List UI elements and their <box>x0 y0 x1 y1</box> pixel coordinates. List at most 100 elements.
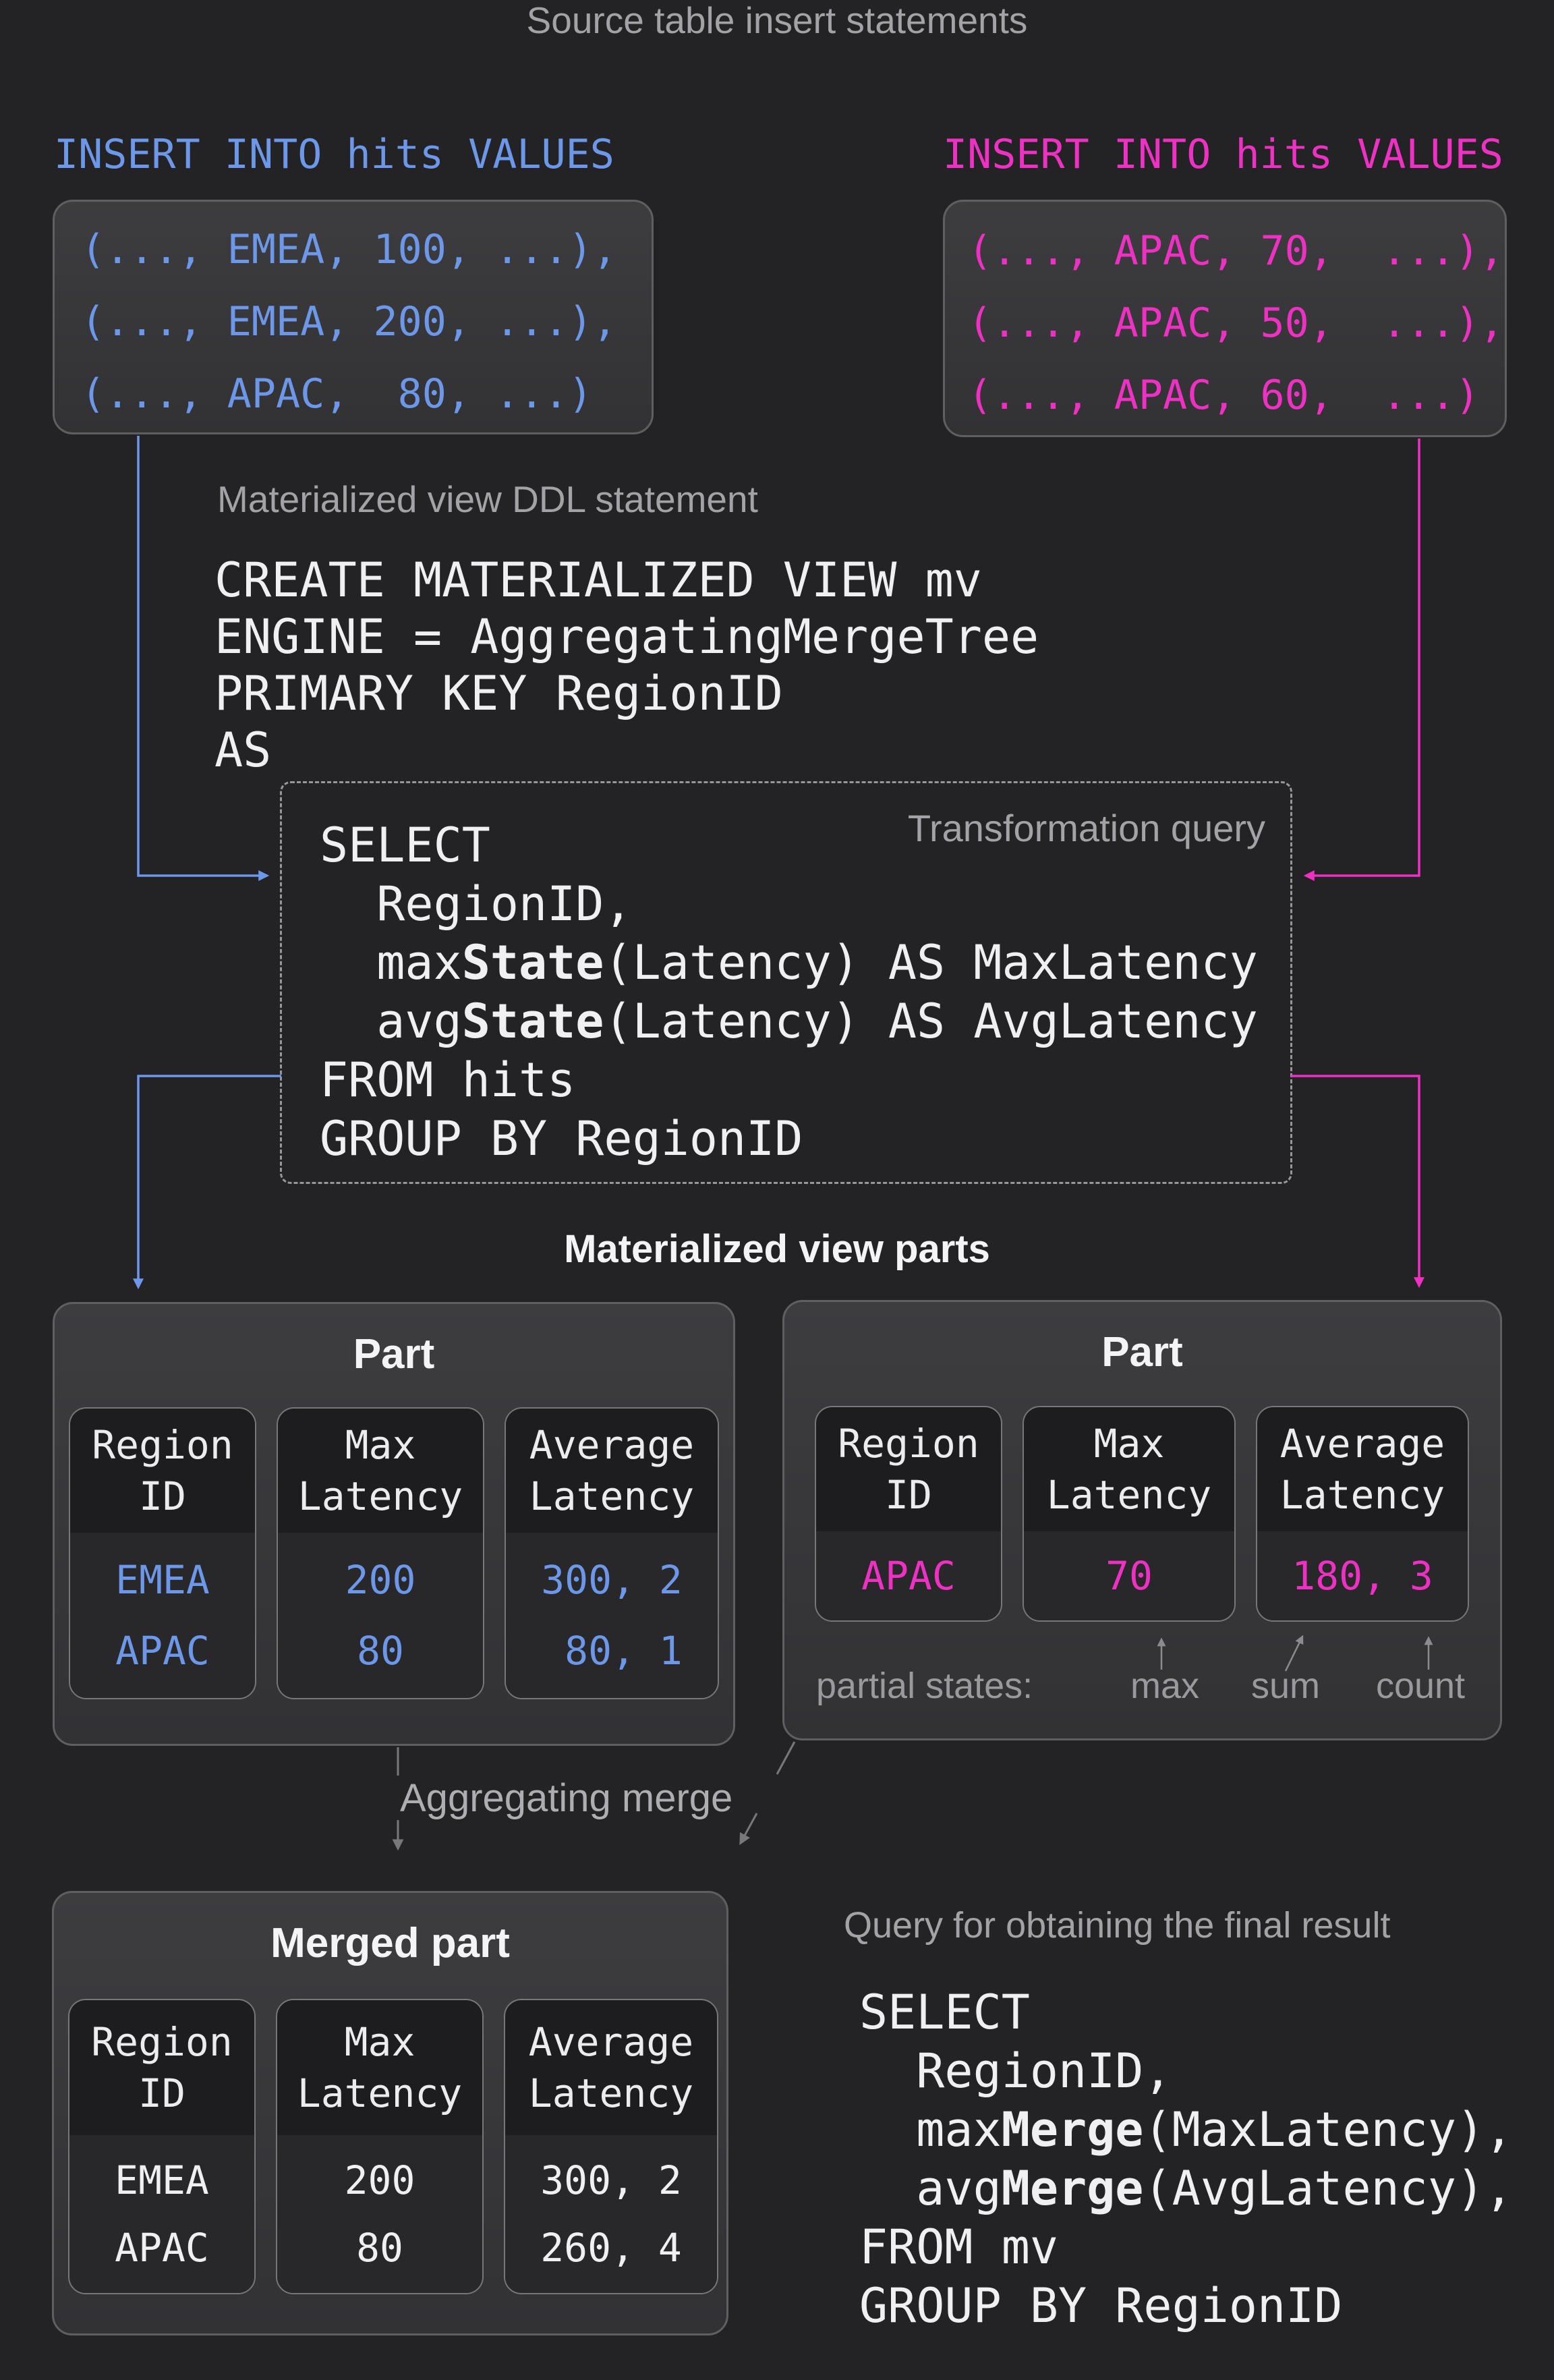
table-column: RegionIDAPAC <box>815 1406 1002 1622</box>
column-value: EMEA <box>115 2157 209 2203</box>
code-line: (..., APAC, 70, ...), <box>968 215 1505 287</box>
code-segment: SELECT <box>320 818 490 873</box>
merged-part-title: Merged part <box>52 1921 728 1966</box>
code-line: avgState(Latency) AS AvgLatency <box>320 992 1258 1051</box>
table-column: MaxLatency70 <box>1023 1406 1236 1622</box>
parts-section-label: Materialized view parts <box>0 1226 1554 1272</box>
table-column: MaxLatency20080 <box>277 1407 484 1699</box>
code-line: (..., APAC, 80, ...) <box>81 358 652 430</box>
code-segment: avg <box>320 994 462 1049</box>
ddl-label: Materialized view DDL statement <box>217 479 758 519</box>
column-values: 180, 3 <box>1257 1531 1468 1620</box>
code-segment: FROM mv <box>859 2219 1058 2275</box>
code-segment: (..., APAC, 80, ...) <box>81 370 593 418</box>
code-line: maxState(Latency) AS MaxLatency <box>320 934 1258 992</box>
column-header-line: ID <box>139 1471 186 1522</box>
column-value: EMEA <box>115 1557 210 1603</box>
code-segment: RegionID, <box>859 2043 1172 2099</box>
code-segment: (Latency) AS AvgLatency <box>604 994 1257 1049</box>
column-header: RegionID <box>816 1407 1001 1531</box>
code-segment: max <box>320 935 462 990</box>
code-segment: (MaxLatency), <box>1143 2102 1513 2157</box>
code-segment: PRIMARY KEY RegionID <box>214 666 783 721</box>
code-segment: (AvgLatency), <box>1143 2161 1513 2216</box>
column-header: MaxLatency <box>1024 1407 1234 1531</box>
column-header: MaxLatency <box>278 1409 483 1533</box>
column-header-line: Latency <box>297 2068 462 2119</box>
merged-part-table: RegionIDEMEAAPACMaxLatency20080AverageLa… <box>68 1999 718 2294</box>
column-header-line: Region <box>92 1419 233 1471</box>
code-segment: (..., APAC, 70, ...), <box>968 227 1504 275</box>
column-value: 300, 2 <box>540 2157 682 2203</box>
merge-line-right-upper <box>777 1742 795 1774</box>
final-query-code: SELECT RegionID, maxMerge(MaxLatency), a… <box>859 1983 1513 2335</box>
column-value: 80 <box>357 1628 404 1674</box>
code-segment: GROUP BY RegionID <box>859 2278 1342 2333</box>
column-header-line: Max <box>345 1419 416 1471</box>
insert-left-box: (..., EMEA, 100, ...), (..., EMEA, 200, .… <box>53 200 654 434</box>
code-line: SELECT <box>859 1983 1513 2042</box>
final-query-label: Query for obtaining the final result <box>844 1905 1390 1946</box>
column-header-line: Latency <box>529 2068 693 2119</box>
code-segment: max <box>859 2102 1002 2157</box>
column-header: RegionID <box>70 1409 255 1533</box>
code-segment: (..., EMEA, 200, ...), <box>81 298 617 345</box>
code-line: GROUP BY RegionID <box>320 1110 1258 1168</box>
part-right-table: RegionIDAPACMaxLatency70AverageLatency18… <box>815 1406 1469 1622</box>
partial-state-tag-count: count <box>1376 1666 1465 1705</box>
code-line: RegionID, <box>320 875 1258 934</box>
column-header: MaxLatency <box>277 2000 482 2135</box>
code-segment: GROUP BY RegionID <box>320 1111 803 1166</box>
code-line: (..., EMEA, 100, ...), <box>81 214 652 286</box>
insert-left-header: INSERT INTO hits VALUES <box>54 132 614 177</box>
column-values: 300, 2 80, 1 <box>506 1533 718 1698</box>
partial-state-tag-sum: sum <box>1251 1666 1320 1705</box>
column-values: APAC <box>816 1531 1001 1620</box>
insert-right-header: INSERT INTO hits VALUES <box>943 132 1503 177</box>
code-line: (..., APAC, 60, ...) <box>968 360 1505 432</box>
column-header-line: Region <box>838 1418 979 1469</box>
code-segment: (Latency) AS MaxLatency <box>604 935 1257 990</box>
column-header-line: Latency <box>1047 1469 1211 1521</box>
column-value: 80 <box>356 2225 403 2271</box>
column-header-line: Average <box>529 1419 694 1471</box>
partial-state-tag-max: max <box>1130 1666 1199 1705</box>
column-values: 300, 2260, 4 <box>505 2135 717 2293</box>
code-line: RegionID, <box>859 2042 1513 2101</box>
column-value: 80, 1 <box>541 1628 683 1674</box>
column-header-line: Average <box>1280 1418 1445 1469</box>
column-header-line: Average <box>529 2016 693 2068</box>
table-column: AverageLatency180, 3 <box>1256 1406 1469 1622</box>
column-values: 20080 <box>277 2135 482 2293</box>
code-line: PRIMARY KEY RegionID <box>214 665 1039 722</box>
table-column: AverageLatency300, 2260, 4 <box>504 1999 718 2294</box>
column-header: RegionID <box>69 2000 254 2135</box>
column-header-line: Region <box>91 2016 233 2068</box>
code-segment-bold: State <box>462 935 604 990</box>
transformation-query-code: SELECT RegionID, maxState(Latency) AS Ma… <box>320 816 1258 1168</box>
column-header-line: Max <box>1094 1418 1165 1469</box>
code-line: GROUP BY RegionID <box>859 2277 1513 2335</box>
code-segment: (..., EMEA, 100, ...), <box>81 226 617 273</box>
code-segment: RegionID, <box>320 876 633 932</box>
column-header: AverageLatency <box>506 1409 718 1533</box>
part-left-table: RegionIDEMEAAPACMaxLatency20080AverageLa… <box>69 1407 719 1699</box>
code-line: (..., EMEA, 200, ...), <box>81 286 652 358</box>
code-line: ENGINE = AggregatingMergeTree <box>214 608 1039 665</box>
page-title: Source table insert statements <box>0 0 1554 40</box>
insert-left-values: (..., EMEA, 100, ...), (..., EMEA, 200, .… <box>55 202 652 430</box>
column-header: AverageLatency <box>505 2000 717 2135</box>
part-right-title: Part <box>782 1330 1502 1375</box>
column-value: 180, 3 <box>1292 1553 1433 1599</box>
table-column: RegionIDEMEAAPAC <box>68 1999 256 2294</box>
table-column: RegionIDEMEAAPAC <box>69 1407 256 1699</box>
code-segment: CREATE MATERIALIZED VIEW mv <box>214 552 982 608</box>
code-segment: AS <box>214 722 271 778</box>
column-values: 20080 <box>278 1533 483 1698</box>
code-line: AS <box>214 722 1039 778</box>
code-segment-bold: Merge <box>1002 2161 1144 2216</box>
code-line: CREATE MATERIALIZED VIEW mv <box>214 552 1039 608</box>
code-line: maxMerge(MaxLatency), <box>859 2101 1513 2159</box>
code-segment-bold: State <box>462 994 604 1049</box>
partial-states-label: partial states: <box>816 1666 1033 1705</box>
